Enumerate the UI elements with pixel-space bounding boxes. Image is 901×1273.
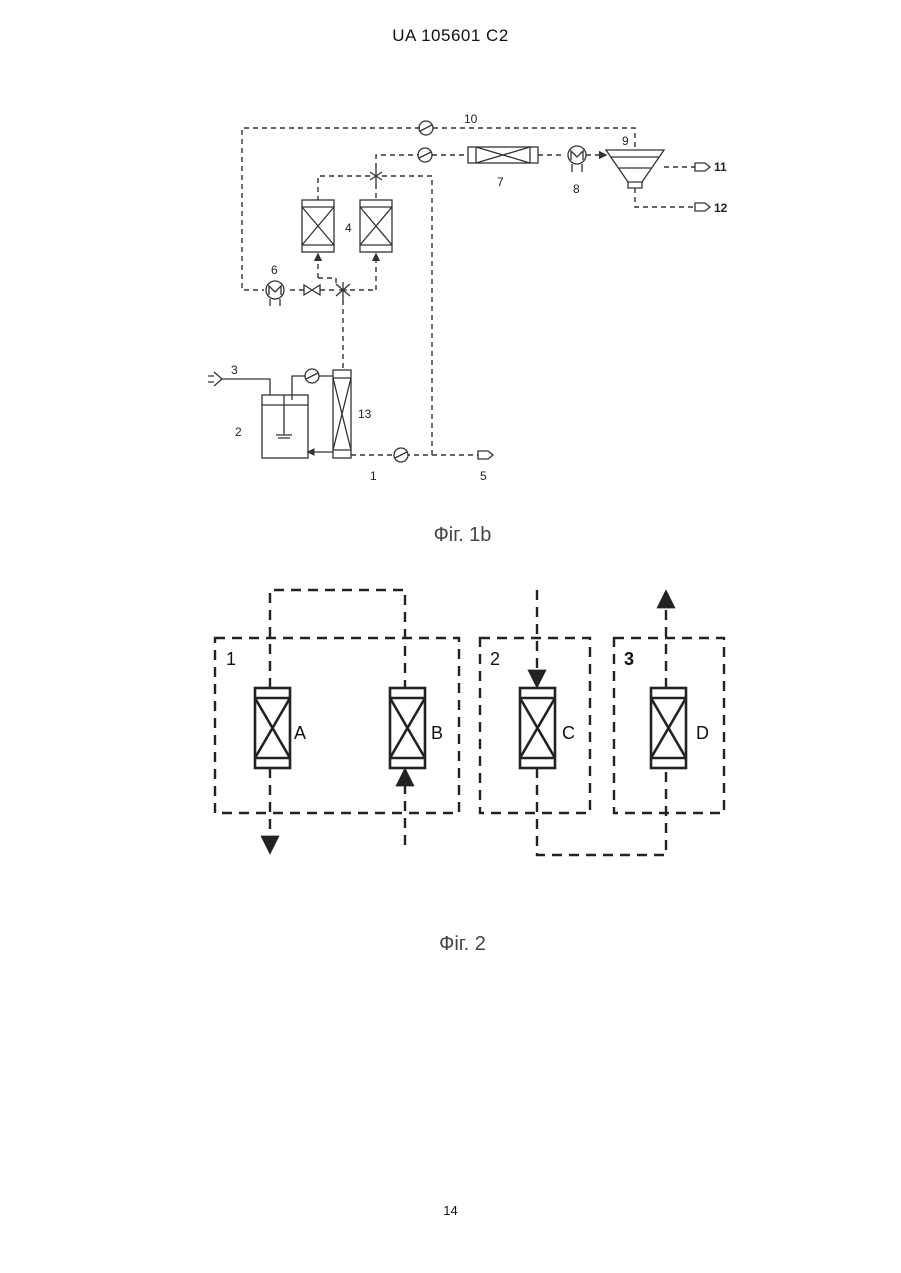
figure-1b-caption: Фіг. 1b — [12, 524, 901, 547]
label-2: 2 — [235, 425, 242, 439]
label-13: 13 — [358, 407, 372, 421]
label-12: 12 — [714, 201, 728, 215]
tank-2 — [262, 395, 308, 458]
column-13 — [333, 370, 351, 458]
label-11: 11 — [714, 160, 727, 174]
label-1: 1 — [370, 469, 377, 483]
reactor-b — [390, 688, 425, 768]
label-9: 9 — [622, 134, 629, 148]
figure-1b-diagram: 10 9 7 8 11 12 4 6 3 13 2 1 5 — [0, 0, 901, 520]
reactor-c — [520, 688, 555, 768]
label-5: 5 — [480, 469, 487, 483]
figure-2-caption: Фіг. 2 — [12, 933, 901, 956]
label-4: 4 — [345, 221, 352, 235]
reactor-4-right — [360, 200, 392, 252]
label-10: 10 — [464, 112, 478, 126]
reactor-b-label: B — [431, 723, 443, 743]
three-way-valve-bottom — [336, 282, 350, 300]
zone-1-label: 1 — [226, 649, 236, 669]
label-7: 7 — [497, 175, 504, 189]
figure-2-diagram: 1 2 3 A B C D — [0, 570, 901, 910]
reactor-a — [255, 688, 290, 768]
reactor-d-label: D — [696, 723, 709, 743]
separator-9 — [606, 150, 664, 182]
reactor-c-label: C — [562, 723, 575, 743]
label-3: 3 — [231, 363, 238, 377]
label-8: 8 — [573, 182, 580, 196]
three-way-valve-top — [370, 168, 382, 184]
outlet-12-line — [635, 188, 695, 207]
reactor-a-label: A — [294, 723, 306, 743]
zone-2-label: 2 — [490, 649, 500, 669]
gate-valve-icon — [304, 285, 320, 295]
zone-1-box — [215, 638, 459, 813]
reactor-d — [651, 688, 686, 768]
reactor-4-left — [302, 200, 334, 252]
zone-3-label: 3 — [624, 649, 634, 669]
label-6: 6 — [271, 263, 278, 277]
page-number: 14 — [0, 1203, 901, 1218]
recycle-line-10 — [242, 128, 635, 290]
